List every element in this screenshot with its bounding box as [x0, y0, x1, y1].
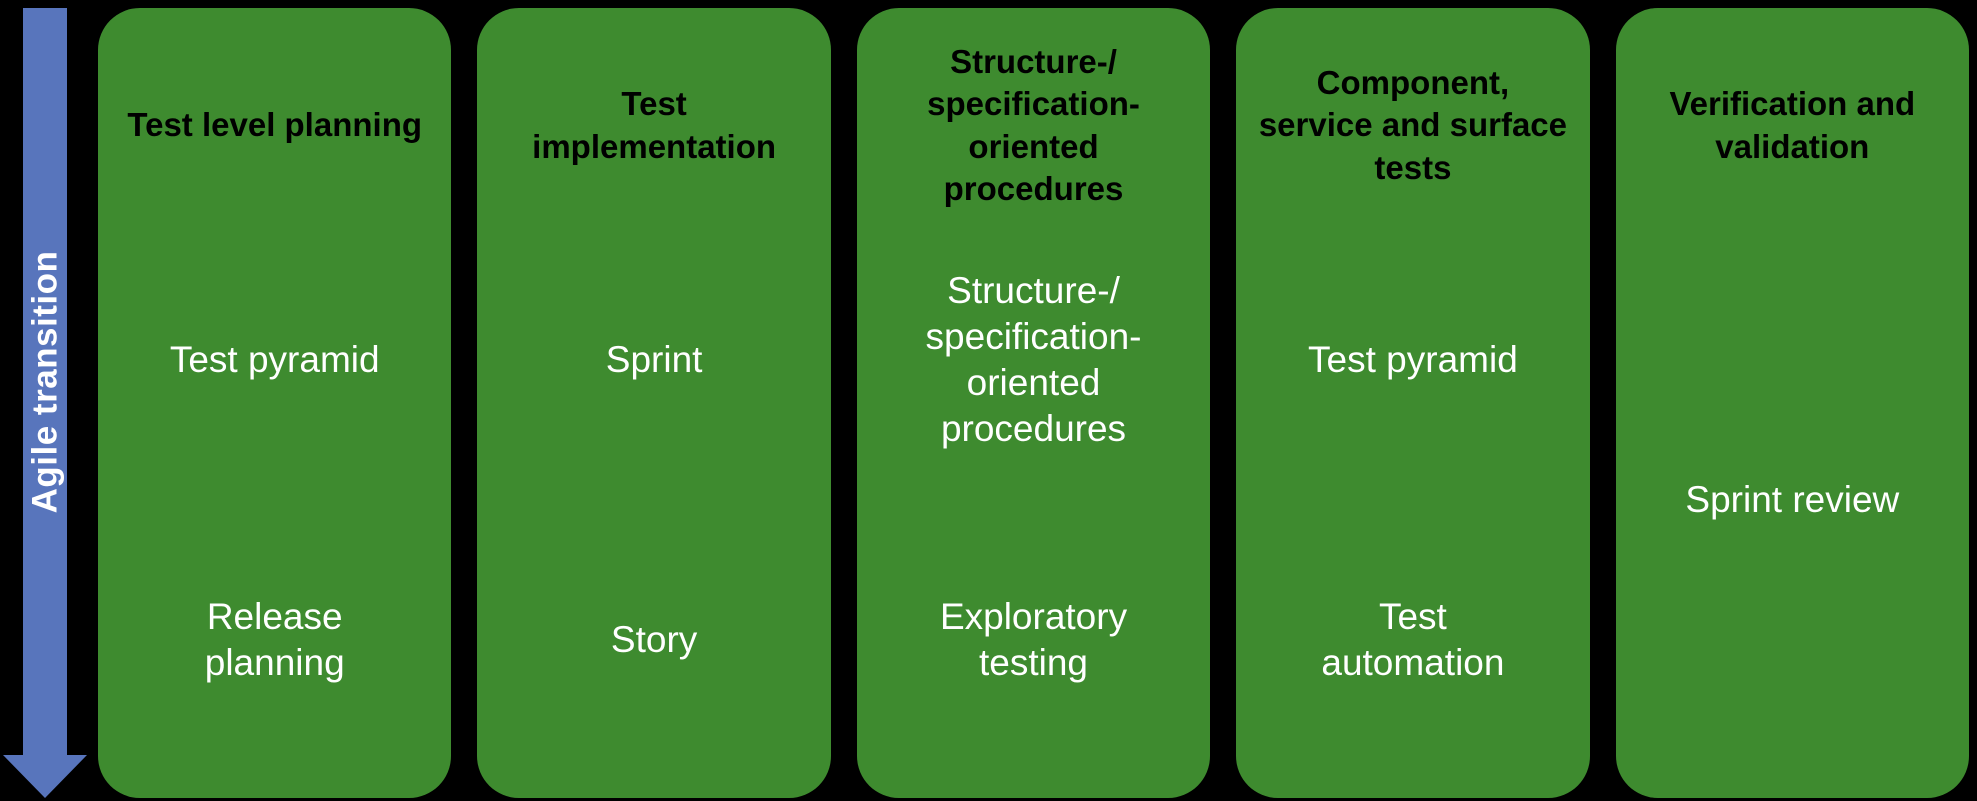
stage-header: Test level planning	[127, 106, 423, 144]
stage-header: Test implementation	[532, 85, 777, 165]
agile-transition-label: Agile transition	[25, 250, 64, 514]
stage-header: Verification and validation	[1669, 85, 1916, 165]
stage-header: Structure-/ specification- oriented proc…	[927, 43, 1140, 207]
stage-header: Component, service and surface tests	[1258, 64, 1568, 186]
stage-column-test-implementation: Test implementation Sprint Story	[477, 8, 831, 798]
stage-columns: Test level planning Test pyramid Release…	[98, 8, 1970, 798]
stage-item: Test automation	[1321, 595, 1505, 683]
stage-column-test-level-planning: Test level planning Test pyramid Release…	[98, 8, 452, 798]
arrow-shaft: Agile transition	[23, 8, 67, 756]
stage-column-verification-and-validation: Verification and validation Sprint revie…	[1615, 8, 1970, 798]
stage-item: Exploratory testing	[939, 595, 1128, 683]
stage-item: Sprint	[605, 338, 703, 380]
stage-item: Release planning	[204, 595, 345, 683]
stage-column-structure-specification-procedures: Structure-/ specification- oriented proc…	[856, 8, 1211, 798]
stage-item: Test pyramid	[1308, 338, 1518, 380]
stage-item: Structure-/ specification- oriented proc…	[925, 269, 1142, 450]
stage-item: Story	[610, 618, 698, 660]
agile-transition-arrow: Agile transition	[0, 0, 98, 801]
stage-item: Sprint review	[1685, 478, 1900, 520]
arrow-down-icon	[3, 755, 87, 798]
stage-column-component-service-surface-tests: Component, service and surface tests Tes…	[1236, 8, 1590, 798]
stage-item: Test pyramid	[169, 338, 380, 380]
